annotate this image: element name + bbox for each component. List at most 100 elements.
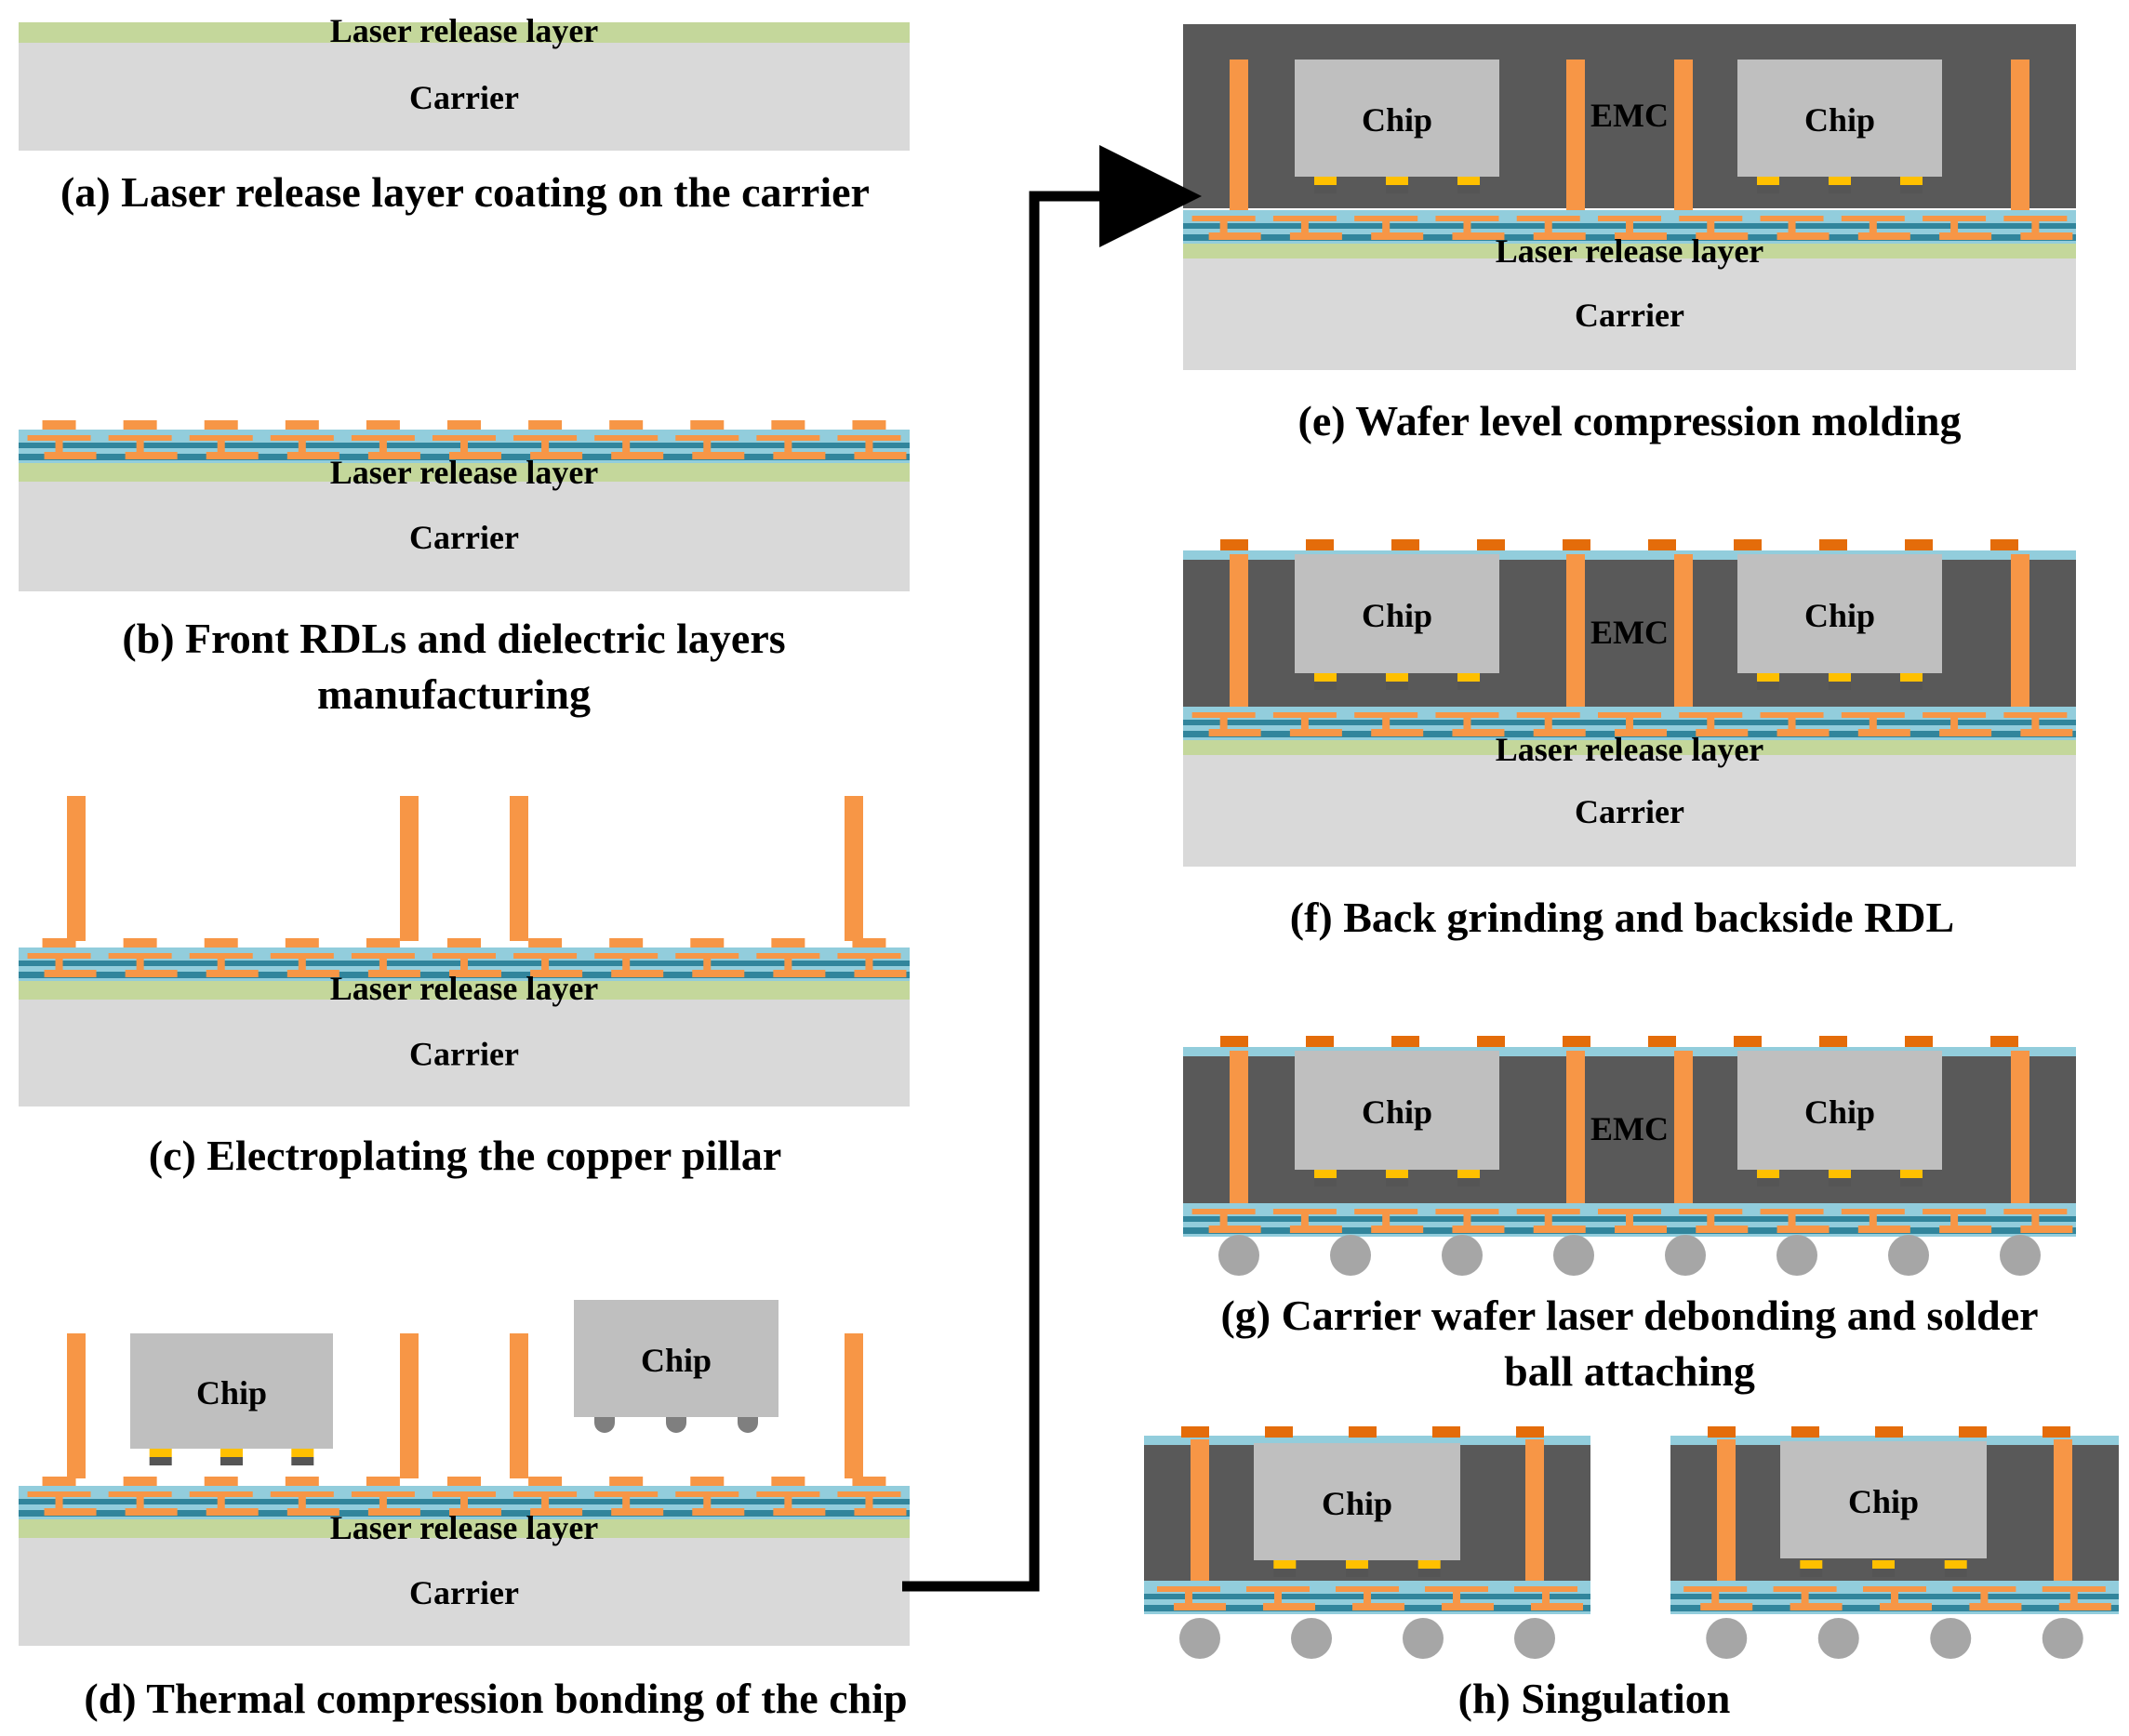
rdl-via [784,1491,792,1514]
rdl-trace [206,970,259,977]
rdl-trace [449,1508,501,1516]
rdl-via [1544,1209,1552,1231]
copper-pillar [2011,1051,2029,1203]
rdl-via [1219,1209,1228,1231]
copper-pillar [1674,1051,1693,1203]
microbump [1900,682,1923,690]
microbump [1872,1560,1895,1569]
rdl-top-pad [204,420,238,430]
rdl-via [1185,1586,1192,1609]
rdl-trace [1531,1603,1583,1610]
microbump [1829,682,1851,690]
copper-pillar [2054,1439,2072,1581]
backside-rdl-pad [1905,1036,1933,1047]
rdl-trace [1696,1226,1749,1233]
carrier [19,43,910,151]
laser-release-layer [1183,244,2076,258]
rdl-via [1788,1209,1796,1231]
copper-pillar [1566,60,1585,210]
microbump [1457,1170,1480,1178]
microbump [1346,1560,1368,1569]
backside-rdl-pad [2043,1426,2070,1438]
backside-rdl-pad [1791,1426,1819,1438]
backside-rdl-pad [1708,1426,1736,1438]
microbump [1757,1170,1779,1178]
rdl-top-pad [123,420,157,430]
backside-rdl-pad [1265,1426,1293,1438]
backside-rdl-pad [1875,1426,1903,1438]
carrier [1183,755,2076,867]
solder-ball [1403,1618,1444,1659]
microbump [1900,673,1923,682]
rdl-via [217,1491,225,1514]
rdl-via [2031,712,2040,735]
rdl-via [1542,1586,1550,1609]
rdl-trace [773,452,826,459]
rdl-via [784,435,792,457]
rdl-trace [1615,1226,1667,1233]
backside-rdl-pad [1648,1036,1676,1047]
copper-pillar [1674,60,1693,210]
chip [1780,1441,1987,1558]
laser-release-layer [19,463,910,482]
backside-rdl-pad [1648,539,1676,550]
step-caption: (c) Electroplating the copper pillar [149,1132,782,1179]
chip [130,1333,333,1449]
backside-rdl-pad [1349,1426,1377,1438]
backside-rdl-pad [1391,1036,1419,1047]
microbump [220,1457,243,1465]
rdl-via [1463,712,1471,735]
microbump [1757,682,1779,690]
microbump [1314,673,1337,682]
microbump [1757,673,1779,682]
rdl-trace [44,1508,97,1516]
backside-dielectric [1183,1047,2076,1056]
rdl-top-pad [447,1477,481,1486]
rdl-trace [773,970,826,977]
rdl-via [379,1491,387,1514]
rdl-via [703,1491,712,1514]
copper-pillar [845,1333,863,1478]
carrier-label: Carrier [409,79,519,116]
rdl-via [1463,1209,1471,1231]
solder-ball [2000,1235,2041,1276]
rdl-via [784,953,792,975]
backside-rdl-pad [1477,539,1505,550]
rdl-via [1300,712,1309,735]
step-caption: (b) Front RDLs and dielectric layers [122,615,785,662]
microbump [1829,177,1851,185]
chip-label: Chip [1804,1093,1875,1131]
rdl-via [1869,216,1877,238]
step-caption: (g) Carrier wafer laser debonding and so… [1220,1292,2038,1339]
microbump [1800,1569,1823,1577]
rdl-via [460,435,468,457]
microbump [1944,1569,1967,1577]
microbump [220,1449,243,1457]
chip-label: Chip [641,1342,712,1379]
rdl-trace [692,970,745,977]
backside-rdl-pad [1734,1036,1762,1047]
rdl-top-pad [447,938,481,948]
microbump [738,1417,758,1433]
microbump [1386,682,1408,690]
microbump [1900,1170,1923,1178]
backside-rdl-pad [1819,539,1847,550]
microbump [1314,682,1337,690]
rdl-via [865,435,873,457]
rdl-via [379,435,387,457]
chip [1737,60,1942,177]
microbump [1417,1560,1441,1569]
microbump [1314,185,1337,193]
rdl-trace [1452,1226,1505,1233]
rdl-trace [1174,1603,1226,1610]
rdl-top-pad [123,1477,157,1486]
rdl-via [55,1491,63,1514]
rdl-via [136,435,144,457]
release-layer-label: Laser release layer [330,12,599,49]
copper-pillar [67,796,86,941]
rdl-top-pad [42,420,76,430]
rdl-via [703,953,712,975]
rdl-via [541,953,550,975]
chip-label: Chip [1322,1485,1392,1522]
